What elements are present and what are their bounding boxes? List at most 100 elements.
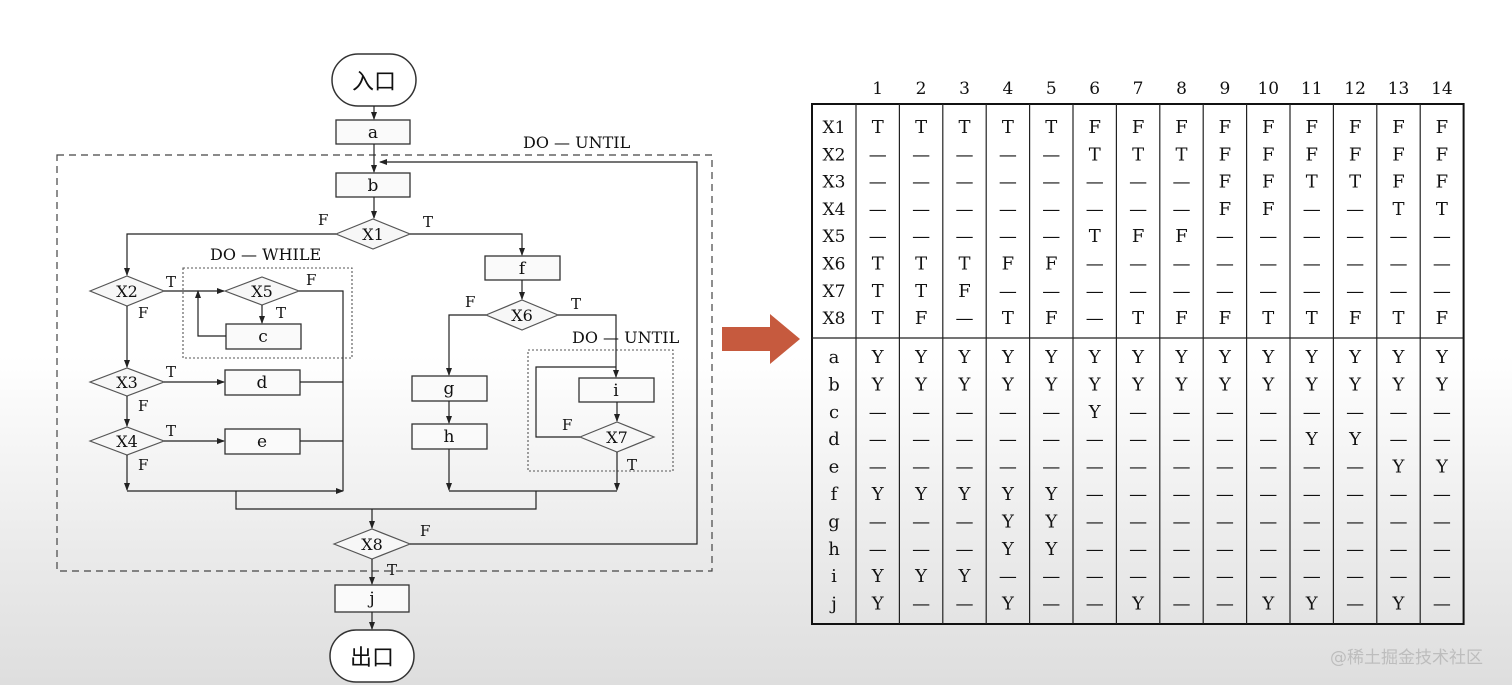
action-cell: Y xyxy=(914,566,928,587)
action-cell: Y xyxy=(1001,511,1015,532)
condition-cell: T xyxy=(1436,199,1448,220)
action-cell: — xyxy=(1042,402,1060,423)
action-cell: Y xyxy=(1088,347,1102,368)
condition-cell: — xyxy=(1129,281,1147,302)
action-cell: — xyxy=(1173,511,1191,532)
branch-x4-true: T xyxy=(166,422,176,440)
action-label: c xyxy=(829,402,839,423)
column-header: 7 xyxy=(1133,79,1144,99)
action-cell: — xyxy=(1086,511,1104,532)
condition-cell: — xyxy=(1216,281,1234,302)
action-cell: — xyxy=(1086,484,1104,505)
condition-cell: — xyxy=(1216,226,1234,247)
condition-cell: — xyxy=(1390,281,1408,302)
condition-cell: — xyxy=(1216,254,1234,275)
action-cell: Y xyxy=(1305,347,1319,368)
action-cell: — xyxy=(869,402,887,423)
condition-cell: — xyxy=(869,226,887,247)
condition-cell: F xyxy=(1219,144,1232,165)
box-d xyxy=(224,369,301,396)
condition-cell: T xyxy=(872,308,884,329)
condition-cell: — xyxy=(956,144,974,165)
box-b xyxy=(335,172,411,198)
action-cell: — xyxy=(1173,594,1191,615)
condition-cell: T xyxy=(872,281,884,302)
column-header: 9 xyxy=(1219,79,1230,99)
condition-cell: T xyxy=(872,254,884,275)
condition-cell: — xyxy=(999,226,1017,247)
action-cell: — xyxy=(1259,566,1277,587)
branch-x8-false: F xyxy=(420,522,430,540)
action-cell: Y xyxy=(1305,429,1319,450)
action-cell: Y xyxy=(1044,539,1058,560)
action-cell: — xyxy=(1390,539,1408,560)
action-cell: — xyxy=(999,566,1017,587)
action-cell: Y xyxy=(1001,594,1015,615)
action-cell: — xyxy=(1433,484,1451,505)
branch-x3-true: T xyxy=(166,363,176,381)
action-cell: — xyxy=(1433,594,1451,615)
box-a-label: a xyxy=(368,123,378,143)
condition-cell: — xyxy=(956,199,974,220)
action-cell: — xyxy=(1216,594,1234,615)
action-cell: Y xyxy=(1392,457,1406,478)
condition-cell: T xyxy=(1002,117,1014,138)
condition-cell: — xyxy=(1259,226,1277,247)
action-label: f xyxy=(831,484,839,505)
action-cell: — xyxy=(912,594,930,615)
action-cell: — xyxy=(1129,484,1147,505)
branch-x1-false: F xyxy=(318,211,328,229)
condition-cell: — xyxy=(1129,172,1147,193)
condition-cell: F xyxy=(1219,172,1232,193)
action-cell: — xyxy=(912,429,930,450)
action-cell: Y xyxy=(1392,347,1406,368)
action-cell: — xyxy=(1173,484,1191,505)
action-cell: — xyxy=(1346,539,1364,560)
action-cell: — xyxy=(1086,539,1104,560)
action-cell: Y xyxy=(1392,374,1406,395)
action-cell: — xyxy=(1129,457,1147,478)
branch-x2-false: F xyxy=(138,304,148,322)
condition-cell: — xyxy=(999,144,1017,165)
action-cell: — xyxy=(1129,566,1147,587)
decision-x6-label: X6 xyxy=(511,306,533,325)
decision-x8-label: X8 xyxy=(361,535,383,554)
condition-cell: — xyxy=(1173,172,1191,193)
column-header: 10 xyxy=(1257,79,1279,99)
action-cell: — xyxy=(912,511,930,532)
action-cell: — xyxy=(1216,429,1234,450)
action-cell: — xyxy=(1129,429,1147,450)
condition-cell: F xyxy=(1219,199,1232,220)
box-j xyxy=(334,584,410,613)
action-cell: Y xyxy=(1305,374,1319,395)
action-cell: — xyxy=(999,429,1017,450)
action-cell: — xyxy=(912,402,930,423)
action-cell: — xyxy=(869,539,887,560)
condition-cell: F xyxy=(1045,308,1058,329)
condition-cell: — xyxy=(1390,226,1408,247)
action-cell: — xyxy=(1173,457,1191,478)
condition-cell: — xyxy=(1346,226,1364,247)
action-cell: — xyxy=(956,429,974,450)
action-label: b xyxy=(828,374,840,395)
action-label: e xyxy=(829,457,840,478)
action-cell: — xyxy=(1346,566,1364,587)
condition-cell: — xyxy=(1042,172,1060,193)
while-loop-label: DO — WHILE xyxy=(210,245,321,264)
action-cell: — xyxy=(1216,402,1234,423)
condition-cell: F xyxy=(1175,226,1188,247)
condition-cell: F xyxy=(1219,308,1232,329)
condition-cell: F xyxy=(1392,117,1405,138)
watermark: @稀土掘金技术社区 xyxy=(1330,648,1483,668)
action-cell: — xyxy=(956,539,974,560)
decision-x4-label: X4 xyxy=(116,432,138,451)
condition-cell: — xyxy=(1390,254,1408,275)
condition-cell: F xyxy=(1132,117,1145,138)
condition-cell: T xyxy=(1089,144,1101,165)
table-grid xyxy=(811,103,1465,625)
column-header: 3 xyxy=(959,79,970,99)
condition-cell: F xyxy=(915,308,928,329)
condition-cell: F xyxy=(1392,172,1405,193)
